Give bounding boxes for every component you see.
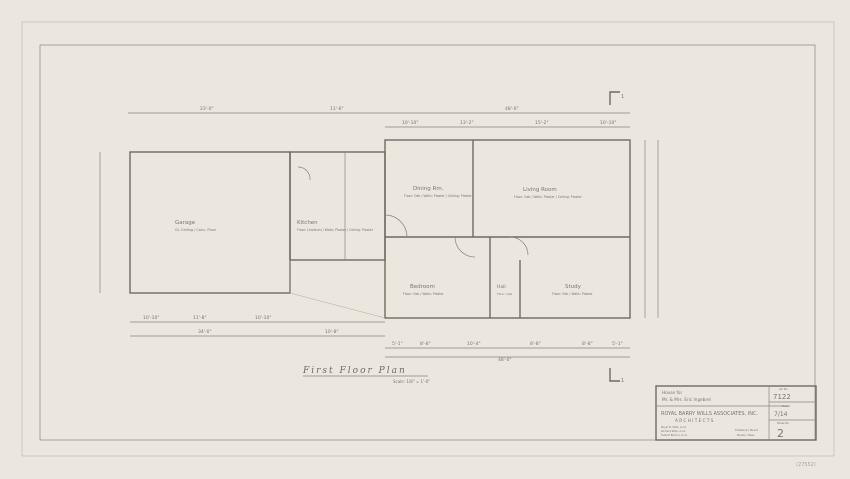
dimension-lines (99, 112, 659, 358)
room-hall: Hall (497, 284, 506, 290)
outer-border (21, 21, 835, 457)
svg-text:Boston, Mass.: Boston, Mass. (737, 433, 755, 437)
svg-text:Richard Wills, A.I.A.: Richard Wills, A.I.A. (661, 429, 686, 433)
svg-text:Mr. & Mrs. Eric Ingebrel: Mr. & Mrs. Eric Ingebrel (662, 397, 711, 402)
svg-text:10'-10": 10'-10" (143, 315, 159, 321)
svg-text:5'-1": 5'-1" (612, 341, 623, 347)
svg-text:10'-10": 10'-10" (402, 120, 418, 126)
room-dining: Dining Rm. (413, 186, 444, 192)
corner-mark: (27552) (796, 462, 816, 468)
room-living: Living Room (523, 187, 557, 193)
svg-text:Floor: Oak / Walls: Plaster: Floor: Oak / Walls: Plaster (403, 292, 444, 296)
room-garage: Garage (175, 220, 196, 226)
svg-text:48'-0": 48'-0" (505, 106, 519, 112)
svg-text:House for: House for (662, 390, 682, 395)
svg-text:1: 1 (621, 378, 624, 384)
svg-text:10'-4": 10'-4" (467, 341, 481, 347)
svg-text:8'-8": 8'-8" (530, 341, 541, 347)
dimension-labels: 23'-0" 11'-6" 48'-0" 10'-10" 13'-2" 15'-… (143, 106, 623, 363)
garage-walls (129, 151, 291, 294)
svg-text:48'-0": 48'-0" (498, 357, 512, 363)
svg-text:Royal B. Wills, A.I.A.: Royal B. Wills, A.I.A. (661, 425, 687, 429)
svg-text:23'-0": 23'-0" (200, 106, 214, 112)
room-labels: Garage Gr. Ceiling / Conc. Floor Kitchen… (175, 186, 593, 296)
svg-text:Floor: Oak: Floor: Oak (497, 292, 513, 296)
svg-text:11'-6": 11'-6" (330, 106, 344, 112)
inner-border (39, 44, 816, 441)
drawing-title: First Floor Plan (302, 366, 407, 376)
svg-text:Gr. Ceiling / Conc. Floor: Gr. Ceiling / Conc. Floor (175, 228, 217, 232)
sheet-number: 2 (777, 427, 784, 440)
section-marks: 1 1 (609, 91, 624, 384)
svg-text:A R C H I T E C T S: A R C H I T E C T S (675, 418, 714, 423)
svg-text:8'-8": 8'-8" (582, 341, 593, 347)
firm-name: ROYAL BARRY WILLS ASSOCIATES, INC. (661, 411, 758, 417)
svg-text:Job No.: Job No. (778, 387, 788, 391)
svg-text:7/14: 7/14 (774, 411, 788, 418)
svg-text:11'-8": 11'-8" (193, 315, 207, 321)
svg-text:Floor: Oak / Walls: Plaster /: Floor: Oak / Walls: Plaster / Ceiling: P… (514, 195, 582, 199)
svg-text:13'-2": 13'-2" (460, 120, 474, 126)
svg-text:34'-0": 34'-0" (198, 329, 212, 335)
room-bedroom: Bedroom (410, 284, 435, 290)
svg-text:5'-1": 5'-1" (392, 341, 403, 347)
svg-text:8 Newbury Street: 8 Newbury Street (735, 428, 758, 432)
svg-text:Floor: Oak / Walls: Plaster /: Floor: Oak / Walls: Plaster / Ceiling: P… (404, 194, 472, 198)
svg-text:Sheet No.: Sheet No. (777, 421, 790, 425)
title-block: House for Mr. & Mrs. Eric Ingebrel ROYAL… (655, 385, 817, 441)
svg-text:1: 1 (621, 94, 624, 100)
svg-text:Floor: Oak / Walls: Plaster: Floor: Oak / Walls: Plaster (552, 292, 593, 296)
walls (129, 139, 631, 319)
svg-text:Date: Date (782, 404, 789, 408)
svg-text:8'-8": 8'-8" (420, 341, 431, 347)
svg-text:10'-10": 10'-10" (600, 120, 616, 126)
svg-text:15'-2": 15'-2" (535, 120, 549, 126)
house-walls (384, 139, 631, 319)
svg-text:10'-8": 10'-8" (325, 329, 339, 335)
svg-text:10'-10": 10'-10" (255, 315, 271, 321)
room-study: Study (565, 284, 582, 290)
kitchen-walls (289, 151, 386, 261)
svg-text:Hubert Burton, A.I.A.: Hubert Burton, A.I.A. (661, 433, 688, 437)
room-kitchen: Kitchen (297, 220, 318, 226)
job-number: 7122 (773, 393, 791, 401)
drawing-scale: Scale: 1/8" = 1'-0" (393, 379, 430, 384)
svg-text:Floor: Linoleum / Walls: Plast: Floor: Linoleum / Walls: Plaster / Ceili… (297, 228, 374, 232)
